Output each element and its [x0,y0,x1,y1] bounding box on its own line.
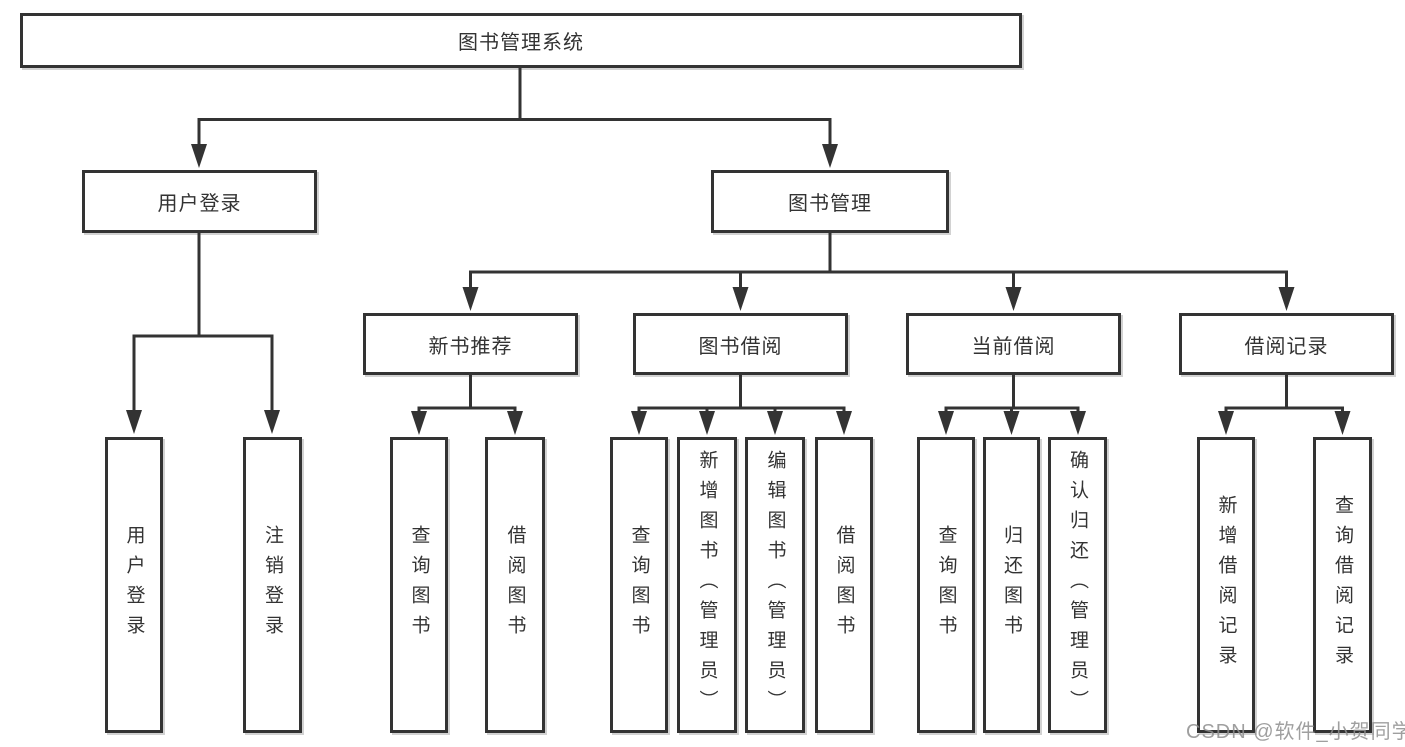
arrowhead [631,411,647,435]
node-leaf-search-borrow-record: 查询借阅记录 [1313,437,1372,733]
arrowhead [1334,411,1351,435]
node-leaf-search-books-recommend: 查询图书 [390,437,448,733]
node-leaf-logout: 注销登录 [243,437,302,733]
arrowhead [191,144,207,168]
node-library-management-system: 图书管理系统 [20,13,1022,68]
node-leaf-borrow-books-recommend: 借阅图书 [485,437,545,733]
arrowhead [462,287,479,311]
node-new-book-recommend: 新书推荐 [363,313,578,375]
arrowhead [732,287,749,311]
node-leaf-edit-books-admin: 编辑图书（管理员） [745,437,805,733]
node-book-borrow: 图书借阅 [633,313,848,375]
arrowhead [1005,287,1022,311]
arrowhead [1070,411,1086,435]
node-leaf-confirm-return-admin: 确认归还（管理员） [1048,437,1107,733]
node-borrow-records: 借阅记录 [1179,313,1394,375]
node-user-login: 用户登录 [82,170,317,233]
node-leaf-search-books-borrow: 查询图书 [610,437,668,733]
node-leaf-user-login: 用户登录 [105,437,163,733]
arrowhead [836,411,852,435]
node-book-management: 图书管理 [711,170,949,233]
arrowhead [1003,411,1020,435]
watermark-text: CSDN @软件_小贺同学 [1186,721,1405,743]
arrowhead [938,411,954,435]
arrowhead [126,410,142,434]
arrowhead [507,411,523,435]
arrowhead [264,410,280,434]
node-leaf-search-books-current: 查询图书 [917,437,975,733]
arrowhead [411,411,427,435]
arrowhead [699,411,715,435]
arrowhead [767,411,783,435]
arrowhead [1218,411,1234,435]
node-leaf-borrow-books: 借阅图书 [815,437,873,733]
arrowhead [822,144,838,168]
node-leaf-add-books-admin: 新增图书（管理员） [677,437,737,733]
arrowhead [1278,287,1295,311]
node-leaf-add-borrow-record: 新增借阅记录 [1197,437,1255,733]
node-leaf-return-books: 归还图书 [983,437,1040,733]
node-current-borrow: 当前借阅 [906,313,1121,375]
